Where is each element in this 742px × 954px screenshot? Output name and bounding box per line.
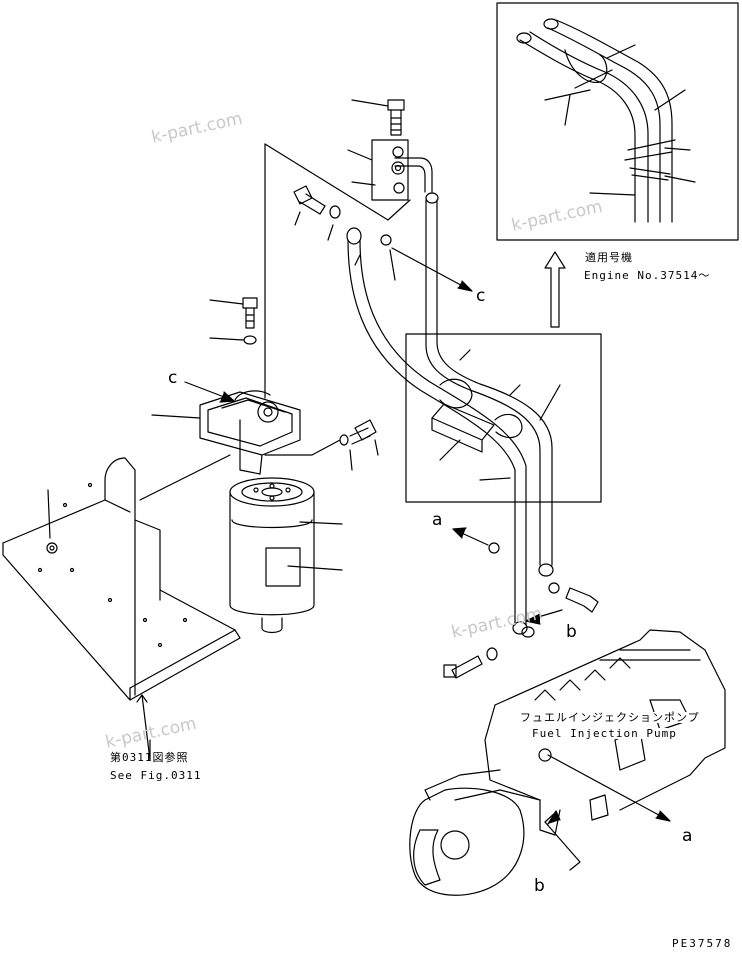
inset-label-jp: 適用号機: [585, 251, 633, 264]
drawing-number: PE37578: [672, 937, 733, 950]
callout-c-left: c: [168, 368, 178, 388]
filter-head-bracket: [151, 297, 379, 475]
detail-inset-hoses: [516, 18, 696, 223]
fuel-injection-pump: [409, 629, 726, 896]
top-bracket: [347, 99, 409, 201]
assembly-lines: [139, 143, 411, 501]
detail-box: [405, 333, 602, 503]
callout-a-lower: a: [682, 826, 693, 846]
reference-label-en: See Fig.0311: [110, 769, 202, 782]
up-arrow-to-inset: [544, 251, 566, 328]
fuel-filter: [229, 477, 343, 634]
callout-c-top: c: [476, 286, 486, 306]
pump-label-jp: フュエルインジェクションポンプ: [520, 711, 700, 724]
callout-arrows: [184, 247, 671, 871]
inset-label-en: Engine No.37514〜: [584, 269, 711, 282]
support-bracket: [2, 457, 241, 761]
reference-label-jp: 第0311図参照: [110, 751, 189, 764]
callout-b-mid: b: [566, 622, 577, 642]
pump-label-en: Fuel Injection Pump: [532, 727, 677, 740]
detail-inset-frame: [496, 2, 739, 241]
fuel-hoses: [346, 157, 561, 635]
hose-bolt-left: [293, 185, 396, 281]
callout-b-lower: b: [534, 876, 545, 896]
fitting-bolts: [443, 542, 599, 679]
callout-a-mid: a: [432, 510, 443, 530]
